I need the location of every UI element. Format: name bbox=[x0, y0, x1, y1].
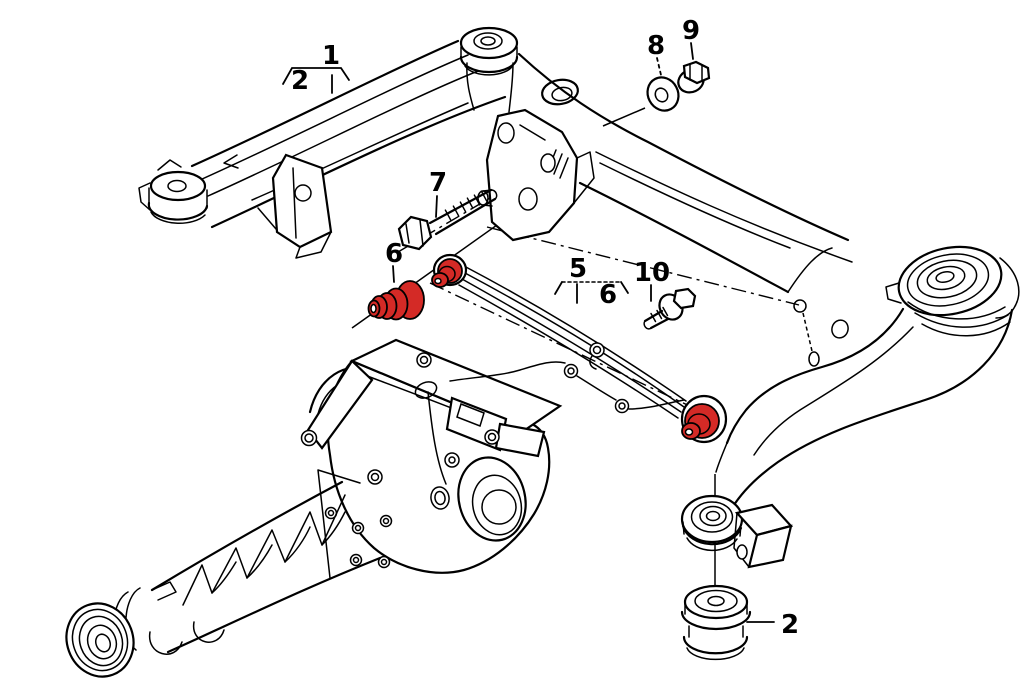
subframe-top-hole bbox=[541, 78, 579, 106]
subframe-corner-details bbox=[793, 299, 849, 367]
callout-9-group: 9 bbox=[682, 16, 700, 60]
subframe-left-mount bbox=[138, 159, 209, 225]
callout-2b-group: 2 bbox=[746, 610, 799, 640]
differential-flange-bolts bbox=[324, 506, 393, 569]
bolt-7 bbox=[397, 188, 498, 251]
callout-5-6-bracket: 5 6 bbox=[554, 254, 629, 310]
subframe-dome-mount bbox=[885, 245, 1020, 337]
callout-6b[interactable]: 6 bbox=[599, 280, 617, 310]
differential bbox=[65, 338, 563, 678]
bushing-6-front-eye[interactable] bbox=[431, 258, 463, 288]
callout-10[interactable]: 10 bbox=[634, 258, 670, 288]
bolt-7-threads bbox=[444, 190, 488, 221]
callout-7-group: 7 bbox=[429, 168, 447, 218]
callout-7[interactable]: 7 bbox=[429, 168, 447, 198]
callout-8-group: 8 bbox=[647, 31, 665, 76]
bolt-10-threads bbox=[650, 306, 669, 323]
callout-9[interactable]: 9 bbox=[682, 16, 700, 46]
callout-6a[interactable]: 6 bbox=[385, 239, 403, 269]
tube-end-flange bbox=[65, 602, 135, 678]
callout-2[interactable]: 2 bbox=[291, 66, 309, 96]
subframe-trailing-arm bbox=[715, 307, 1014, 510]
washer-axis-line bbox=[602, 107, 646, 127]
bolt-10 bbox=[643, 287, 697, 330]
bolt-7-head bbox=[397, 215, 433, 251]
arm-bushing-mount bbox=[680, 474, 794, 596]
stay-rod bbox=[449, 342, 685, 414]
washer-8 bbox=[646, 76, 680, 112]
subframe-center-bracket bbox=[477, 108, 595, 242]
callouts: 1 2 7 8 9 5 6 10 6 bbox=[282, 16, 799, 640]
bushing-6-rear-eye[interactable] bbox=[681, 403, 720, 440]
beam-chevron-mark bbox=[223, 154, 239, 169]
callout-8[interactable]: 8 bbox=[647, 31, 665, 61]
subframe-left-bracket bbox=[257, 153, 333, 259]
callout-1[interactable]: 1 bbox=[322, 41, 340, 71]
callout-5[interactable]: 5 bbox=[569, 254, 587, 284]
callout-6a-group: 6 bbox=[385, 239, 403, 283]
subframe-mount-bushing-2 bbox=[680, 584, 752, 661]
callout-10-group: 10 bbox=[634, 258, 670, 302]
torque-tube bbox=[113, 480, 382, 655]
callout-1-2-bracket: 1 2 bbox=[282, 41, 350, 96]
nut-9 bbox=[677, 60, 711, 94]
bushing-6-standalone[interactable] bbox=[367, 280, 425, 321]
mount-axis-line bbox=[486, 226, 800, 306]
tie-rod-axis-line bbox=[429, 282, 699, 411]
subframe bbox=[138, 26, 1020, 661]
subframe-top-mount bbox=[459, 26, 519, 113]
callout-2b[interactable]: 2 bbox=[781, 610, 799, 640]
